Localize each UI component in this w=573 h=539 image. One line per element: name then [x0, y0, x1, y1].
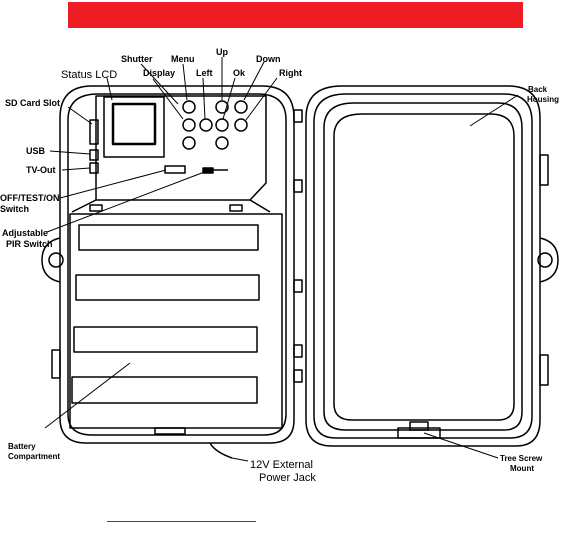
battery-slot-1: [78, 224, 259, 251]
label-power-jack: Power Jack: [259, 472, 316, 484]
label-compartment: Compartment: [8, 452, 60, 461]
label-tv-out: TV-Out: [26, 165, 56, 175]
front-housing: [41, 85, 303, 444]
title-banner: [68, 2, 523, 28]
label-left: Left: [196, 68, 213, 78]
sd-card-slot: [89, 119, 99, 145]
label-housing: Housing: [527, 95, 559, 104]
label-pir-switch: PIR Switch: [6, 239, 53, 249]
down-button-icon: [234, 100, 248, 114]
label-shutter: Shutter: [121, 54, 153, 64]
shutter-button-icon: [182, 100, 196, 114]
label-menu: Menu: [171, 54, 195, 64]
mount-ear-right: [539, 237, 559, 283]
power-led-icon: [215, 136, 229, 150]
label-back: Back: [528, 85, 548, 94]
mount-hole-right: [537, 252, 553, 268]
leader-lines: [44, 57, 519, 462]
label-12v-external: 12V External: [250, 459, 313, 471]
ok-button-icon: [215, 118, 229, 132]
pir-switch: [202, 167, 214, 174]
label-sd-card-slot: SD Card Slot: [5, 98, 60, 108]
label-ok: Ok: [233, 68, 246, 78]
label-tree-screw: Tree Screw: [500, 454, 543, 463]
menu-button-icon: [182, 136, 196, 150]
control-panel: [71, 95, 271, 213]
label-status-lcd: Status LCD: [61, 69, 117, 81]
label-off-test-on: OFF/TEST/ON: [0, 193, 60, 203]
label-display: Display: [143, 68, 175, 78]
usb-port: [89, 149, 99, 161]
status-lcd-screen: [111, 102, 157, 146]
label-down: Down: [256, 54, 281, 64]
tv-out-port: [89, 162, 99, 174]
status-lcd-frame: [103, 96, 165, 158]
right-button-icon: [234, 118, 248, 132]
link-underline[interactable]: [107, 521, 256, 522]
mount-hole-left: [48, 252, 64, 268]
back-housing: [305, 85, 559, 447]
label-right: Right: [279, 68, 302, 78]
label-off-test-on-switch: Switch: [0, 204, 29, 214]
display-button-icon: [182, 118, 196, 132]
label-adjustable: Adjustable: [2, 228, 48, 238]
battery-slot-3: [73, 326, 258, 353]
label-usb: USB: [26, 146, 46, 156]
off-test-on-switch: [164, 165, 186, 174]
label-up: Up: [216, 47, 228, 57]
up-button-icon: [215, 100, 229, 114]
label-mount: Mount: [510, 464, 534, 473]
tree-screw-mount: [397, 427, 441, 439]
label-battery: Battery: [8, 442, 36, 451]
power-jack: [209, 442, 233, 459]
battery-slot-4: [71, 376, 258, 404]
battery-compartment: [69, 213, 283, 435]
mount-ear-left: [41, 237, 61, 283]
left-button-icon: [199, 118, 213, 132]
battery-slot-2: [75, 274, 260, 301]
